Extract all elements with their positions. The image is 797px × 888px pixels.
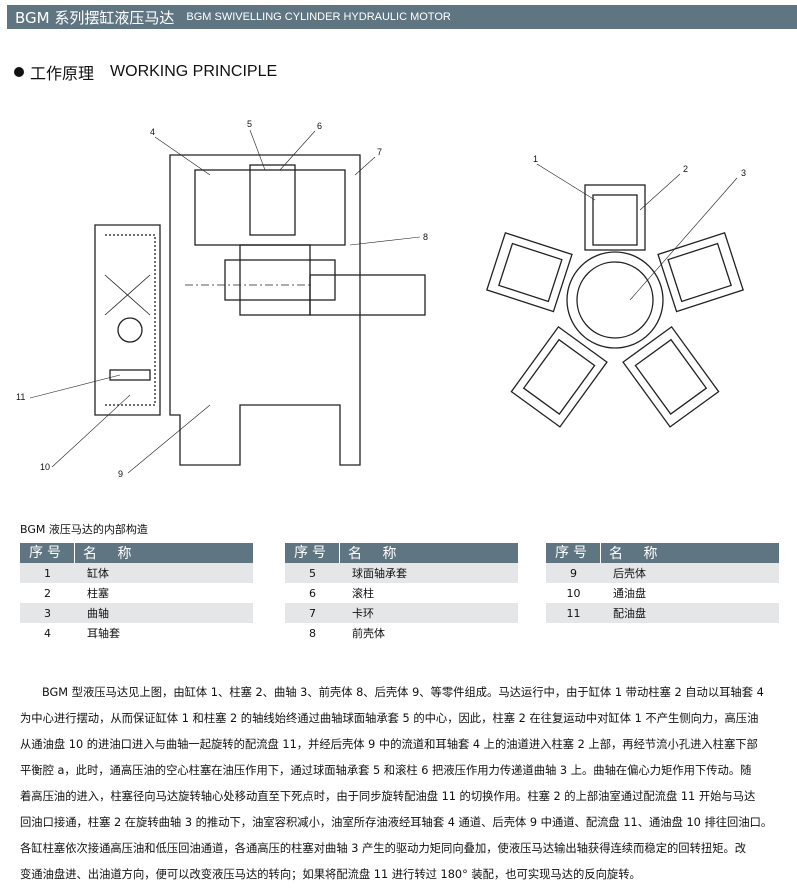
part-name: 配油盘 (613, 607, 646, 620)
part-name: 球面轴承套 (352, 567, 407, 580)
part-no: 7 (309, 606, 316, 620)
parts-table-1: 序号名 称 1 缸体 2 柱塞 3 曲轴 4 耳轴套 (20, 543, 253, 643)
description-line: 为中心进行摆动，从而保证缸体 1 和柱塞 2 的轴线始终通过曲轴球面轴承套 5 … (20, 712, 759, 725)
col-no-header: 序号 (546, 543, 601, 563)
callout-6: 6 (317, 121, 322, 131)
part-name: 通油盘 (613, 587, 646, 600)
part-name: 滚柱 (352, 587, 374, 600)
table-row: 8 前壳体 (285, 623, 518, 643)
table-row: 11 配油盘 (546, 603, 779, 623)
callout-5: 5 (247, 119, 252, 129)
part-no: 9 (570, 566, 577, 580)
parts-table-3: 序号名 称 9 后壳体 10 通油盘 11 配油盘 (546, 543, 779, 643)
part-name: 曲轴 (87, 607, 109, 620)
callout-3: 3 (741, 168, 746, 178)
table-header: 序号名 称 (546, 543, 779, 563)
part-name: 后壳体 (613, 567, 646, 580)
part-no: 8 (309, 626, 316, 640)
table-row: 2 柱塞 (20, 583, 253, 603)
description-paragraph: BGM 型液压马达见上图，由缸体 1、柱塞 2、曲轴 3、前壳体 8、后壳体 9… (20, 680, 790, 888)
part-name: 前壳体 (352, 627, 385, 640)
callout-2: 2 (683, 164, 688, 174)
cylinder-arrangement-drawing: 1 2 3 (486, 154, 746, 428)
motor-cross-section-drawing: 4 5 6 7 8 11 10 9 (16, 119, 428, 479)
description-line: 变通油盘进、出油道方向，便可以改变液压马达的转向；如果将配流盘 11 进行转过 … (20, 868, 641, 881)
col-no-header: 序号 (285, 543, 340, 563)
table-row: 7 卡环 (285, 603, 518, 623)
header-title-cn: BGM 系列摆缸液压马达 (15, 8, 175, 27)
table-header: 序号名 称 (20, 543, 253, 563)
header-bar: BGM 系列摆缸液压马达 BGM SWIVELLING CYLINDER HYD… (7, 5, 797, 29)
description-line: 从通油盘 10 的进油口进入与曲轴一起旋转的配流盘 11，并经后壳体 9 中的流… (20, 738, 758, 751)
callout-4: 4 (150, 127, 155, 137)
part-no: 3 (44, 606, 51, 620)
part-no: 6 (309, 586, 316, 600)
callout-8: 8 (423, 232, 428, 242)
bullet-icon (14, 67, 24, 77)
callout-1: 1 (533, 154, 538, 164)
part-no: 10 (566, 586, 581, 600)
description-line: BGM 型液压马达见上图，由缸体 1、柱塞 2、曲轴 3、前壳体 8、后壳体 9… (42, 686, 764, 699)
table-row: 1 缸体 (20, 563, 253, 583)
table-row: 5 球面轴承套 (285, 563, 518, 583)
section-heading: 工作原理 WORKING PRINCIPLE (14, 60, 277, 84)
section-title-cn: 工作原理 (30, 64, 95, 83)
description-line: 着高压油的进入，柱塞径向马达旋转轴心处移动直至下死点时，由于同步旋转配油盘 11… (20, 790, 756, 803)
col-name-header: 名 称 (348, 546, 405, 562)
description-line: 平衡腔 a，此时，通高压油的空心柱塞在油压作用下，通过球面轴承套 5 和滚柱 6… (20, 764, 752, 777)
header-title-en: BGM SWIVELLING CYLINDER HYDRAULIC MOTOR (186, 11, 451, 23)
col-name-header: 名 称 (609, 546, 666, 562)
callout-9: 9 (118, 469, 123, 479)
table-row (546, 623, 779, 643)
callout-11: 11 (16, 392, 25, 402)
table-row: 4 耳轴套 (20, 623, 253, 643)
part-no: 1 (44, 566, 51, 580)
table-header: 序号名 称 (285, 543, 518, 563)
table-row: 10 通油盘 (546, 583, 779, 603)
part-no: 4 (44, 626, 51, 640)
parts-table-2: 序号名 称 5 球面轴承套 6 滚柱 7 卡环 8 前壳体 (285, 543, 518, 643)
parts-table-caption: BGM 液压马达的内部构造 (20, 523, 148, 536)
part-name: 卡环 (352, 607, 374, 620)
part-no: 5 (309, 566, 316, 580)
table-row: 6 滚柱 (285, 583, 518, 603)
col-no-header: 序号 (20, 543, 75, 563)
callout-10: 10 (40, 462, 50, 472)
callout-7: 7 (377, 147, 382, 157)
description-line: 回油口接通，柱塞 2 在旋转曲轴 3 的推动下，油室容积减小，油室所存油液经耳轴… (20, 816, 773, 829)
col-name-header: 名 称 (83, 546, 140, 562)
table-row: 3 曲轴 (20, 603, 253, 623)
part-no: 11 (566, 606, 581, 620)
part-no: 2 (44, 586, 51, 600)
part-name: 缸体 (87, 567, 109, 580)
section-title-en: WORKING PRINCIPLE (110, 63, 278, 80)
part-name: 耳轴套 (87, 627, 120, 640)
part-name: 柱塞 (87, 587, 109, 600)
table-row: 9 后壳体 (546, 563, 779, 583)
description-line: 各缸柱塞依次接通高压油和低压回油通道，各通高压的柱塞对曲轴 3 产生的驱动力矩同… (20, 842, 747, 855)
